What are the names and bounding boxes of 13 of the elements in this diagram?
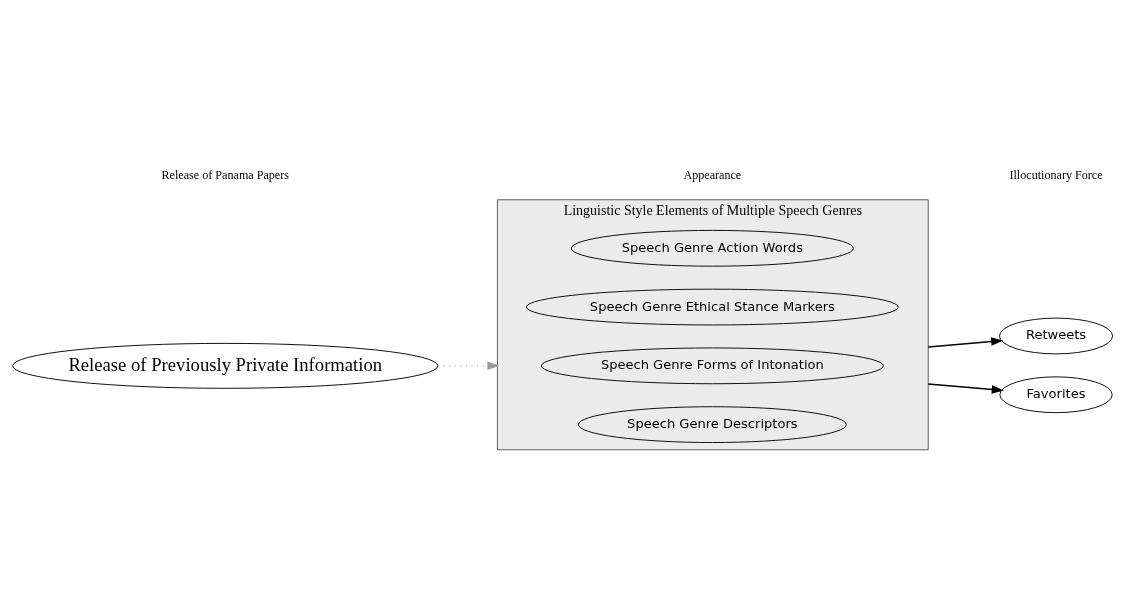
arrow <box>927 382 1004 394</box>
label: Illocutionary Force <box>1009 167 1103 182</box>
node-ellipse: Retweets <box>999 317 1114 354</box>
node-ellipse: Speech Genre Forms of Intonation <box>540 347 884 384</box>
node-ellipse: Speech Genre Descriptors <box>577 405 847 443</box>
node-ellipse: Speech Genre Action Words <box>570 229 854 267</box>
label: Release of Panama Papers <box>161 167 289 182</box>
label: Appearance <box>683 167 742 182</box>
arrow <box>437 361 500 370</box>
node-ellipse: Release of Previously Private Information <box>12 342 439 389</box>
node-ellipse: Speech Genre Ethical Stance Markers <box>525 288 899 325</box>
arrow <box>927 336 1004 348</box>
node-ellipse: Favorites <box>999 375 1113 413</box>
